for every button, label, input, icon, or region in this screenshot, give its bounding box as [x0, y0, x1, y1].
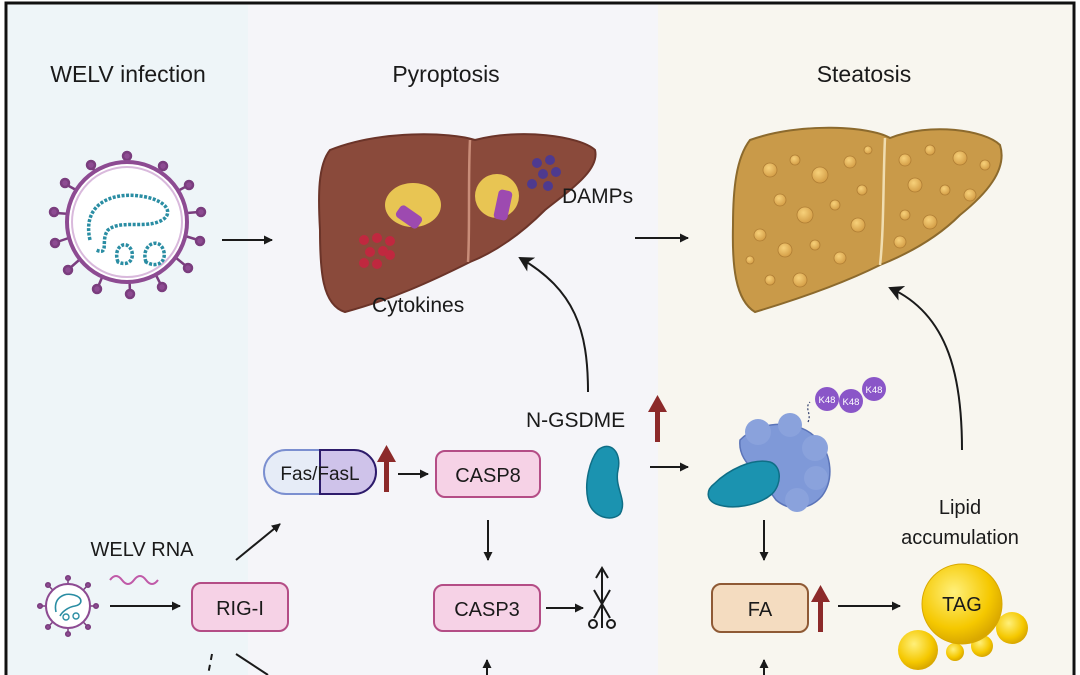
pyroptosis-title: Pyroptosis — [392, 61, 499, 87]
lipid-to-liver-arrow — [888, 286, 963, 451]
tag-label: TAG — [942, 594, 982, 616]
ubiquitin-chain — [815, 377, 886, 413]
ubiquitin-label-2: K48 — [843, 397, 860, 408]
casp8-box — [435, 450, 541, 498]
scissors-icon — [588, 566, 616, 629]
steatosis-title: Steatosis — [817, 61, 912, 87]
rna-strand-icon — [109, 575, 159, 585]
casp3-box — [433, 584, 541, 632]
lipid-label-line2: accumulation — [901, 527, 1019, 549]
welv-virus-icon — [48, 150, 207, 300]
rigi-downstream-arrow — [235, 653, 269, 675]
casp8-label: CASP8 — [455, 465, 521, 487]
rig-i-label: RIG-I — [216, 598, 264, 620]
fa-box — [711, 583, 809, 633]
fas-fasl-label: Fas/FasL — [280, 464, 359, 485]
infection-panel — [8, 4, 248, 675]
fa-label: FA — [748, 599, 773, 621]
gsdme-to-liver-arrow — [518, 256, 589, 393]
rigi-dashed-arrow — [207, 653, 213, 675]
ubiquitin-label-3: K48 — [866, 385, 883, 396]
tag-droplets — [898, 563, 1028, 670]
rig-i-box — [191, 582, 289, 632]
cytokines-label: Cytokines — [372, 294, 464, 317]
casp3-label: CASP3 — [454, 599, 520, 621]
lipid-label-line1: Lipid — [939, 497, 981, 519]
rigi-to-fas-arrow — [235, 523, 281, 561]
damaged-liver — [318, 133, 597, 314]
fas-fasl-receptor — [263, 449, 377, 495]
fatty-liver — [731, 126, 1003, 314]
figure-border — [4, 1, 1076, 675]
fa-up-arrow — [811, 585, 830, 632]
n-gsdme-up-arrow — [648, 395, 667, 442]
ubiquitin-label-1: K48 — [819, 395, 836, 406]
small-virus-icon — [36, 574, 100, 638]
infection-title: WELV infection — [50, 61, 206, 87]
pyroptosis-panel — [248, 4, 658, 675]
bound-gsdme-icon — [707, 460, 780, 508]
damps-label: DAMPs — [562, 185, 633, 208]
n-gsdme-label: N-GSDME — [526, 409, 625, 432]
fas-up-arrow — [377, 445, 396, 492]
welv-rna-label: WELV RNA — [91, 539, 195, 561]
steatosis-panel — [658, 4, 1072, 675]
n-gsdme-protein-icon — [586, 445, 624, 519]
